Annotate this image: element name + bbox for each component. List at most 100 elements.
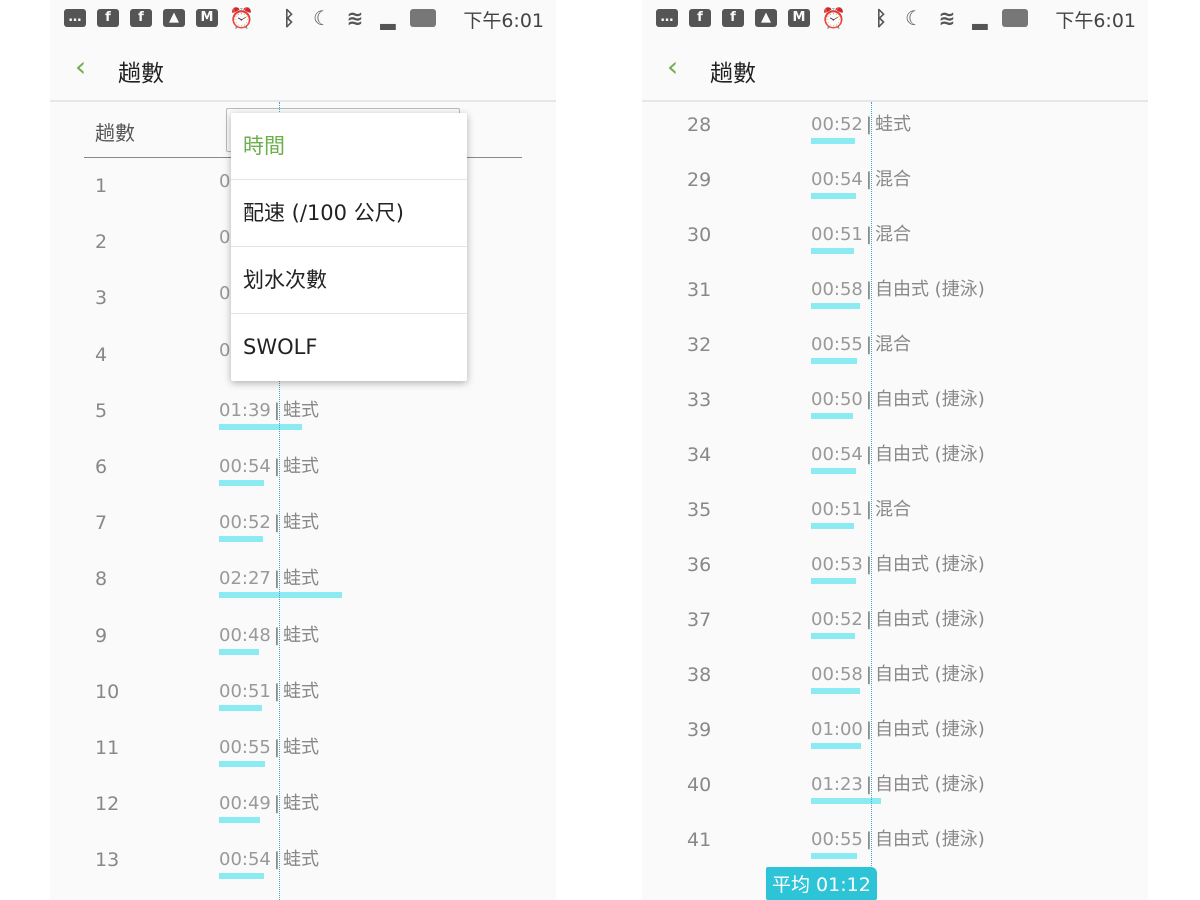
lap-row: 3 0: [50, 283, 556, 349]
lap-time: 00:54|自由式 (捷泳): [811, 440, 985, 466]
separator: |: [273, 624, 280, 646]
separator: |: [865, 774, 872, 795]
lap-row: 11 00:55|蛙式: [50, 737, 556, 799]
lap-row: 2 0: [50, 227, 556, 293]
lap-row: 37 00:52|自由式 (捷泳): [642, 609, 1148, 671]
lap-time-value: 00:55: [811, 334, 863, 355]
lap-time-bar: [811, 743, 862, 749]
lap-time: 01:39|蛙式: [219, 396, 319, 422]
lap-stroke: 混合: [874, 224, 911, 245]
photo-icon: ▲: [755, 9, 777, 27]
lap-time-value: 00:50: [811, 389, 863, 410]
lap-time-value: 00:58: [811, 279, 863, 300]
lap-number: 31: [687, 279, 712, 301]
lap-number: 32: [687, 334, 712, 356]
lap-time: 0: [219, 283, 230, 304]
lap-time-value: 0: [219, 283, 231, 305]
average-line: [871, 102, 872, 900]
app-bar: ‹ 趟數: [642, 36, 1148, 102]
lap-row: 28 00:52|蛙式: [642, 114, 1148, 176]
lap-row: 7 00:52|蛙式: [50, 512, 556, 574]
lap-stroke: 混合: [874, 169, 911, 190]
lap-time-value: 0: [219, 171, 231, 192]
separator: |: [273, 399, 280, 421]
lap-time: 0: [219, 340, 230, 361]
lap-time-value: 00:52: [811, 609, 863, 630]
lap-stroke: 自由式 (捷泳): [874, 609, 985, 630]
lap-number: 1: [95, 175, 108, 197]
wifi-icon: ≋: [938, 6, 956, 30]
lap-time-value: 00:51: [811, 224, 863, 245]
separator: |: [273, 680, 280, 702]
lap-number: 38: [687, 664, 712, 686]
lap-time-bar: [811, 193, 857, 199]
lap-stroke: 混合: [874, 499, 911, 520]
bluetooth-icon: ᛒ: [283, 6, 295, 30]
lap-time-value: 00:55: [219, 737, 271, 758]
lap-time-bar: [811, 798, 881, 804]
lap-row: 4 0: [50, 340, 556, 406]
separator: |: [865, 554, 872, 575]
dropdown-item-strokes[interactable]: 划水次數: [231, 247, 467, 314]
facebook-icon: f: [97, 9, 119, 27]
lap-number: 4: [95, 343, 108, 366]
separator: |: [865, 499, 872, 520]
lap-number: 3: [95, 287, 108, 310]
dropdown-item-pace[interactable]: 配速 (/100 公尺): [231, 180, 467, 247]
lap-time-bar: [219, 480, 265, 486]
dropdown-item-swolf[interactable]: SWOLF: [243, 335, 318, 359]
alarm-icon: ⏰: [821, 6, 846, 30]
bluetooth-icon: ᛒ: [875, 6, 887, 30]
lap-stroke: 蛙式: [282, 849, 319, 871]
moon-icon: ☾: [905, 6, 923, 30]
lap-time-value: 00:54: [219, 456, 271, 477]
lap-stroke: 自由式 (捷泳): [874, 664, 985, 685]
separator: |: [273, 849, 280, 871]
lap-number: 9: [95, 624, 108, 647]
messages-icon: …: [656, 9, 678, 27]
lap-row: 39 01:00|自由式 (捷泳): [642, 719, 1148, 781]
lap-stroke: 蛙式: [282, 680, 319, 702]
lap-time-value: 00:49: [219, 793, 271, 815]
lap-number: 2: [95, 231, 108, 254]
lap-stroke: 蛙式: [282, 737, 319, 758]
back-chevron-icon[interactable]: ‹: [75, 50, 87, 83]
lap-time-value: 0: [219, 227, 231, 249]
lap-time-value: 00:48: [219, 624, 271, 646]
right-screen: … f f ▲ M ⏰ ᛒ ☾ ≋ ▂ 下午6:01 ‹ 趟數 28 00:52…: [642, 0, 1148, 900]
signal-icon: ▂: [972, 6, 988, 30]
gmail-icon: M: [196, 9, 218, 27]
lap-stroke: 混合: [874, 334, 911, 355]
clock: 下午6:01: [463, 10, 544, 32]
lap-time: 00:51|蛙式: [219, 677, 319, 703]
lap-time-value: 00:52: [811, 114, 863, 135]
lap-time-value: 01:23: [811, 774, 863, 795]
clock: 下午6:01: [1055, 10, 1136, 32]
lap-row: 35 00:51|混合: [642, 499, 1148, 561]
back-chevron-icon[interactable]: ‹: [667, 50, 679, 83]
lap-stroke: 自由式 (捷泳): [874, 444, 985, 465]
separator: |: [273, 456, 280, 477]
lap-time: 00:58|自由式 (捷泳): [811, 275, 985, 301]
lap-stroke: 蛙式: [282, 512, 319, 534]
separator: |: [865, 389, 872, 410]
lap-stroke: 自由式 (捷泳): [874, 719, 985, 740]
dropdown-item-time[interactable]: 時間: [231, 113, 467, 180]
lap-row: 12 00:49|蛙式: [50, 793, 556, 855]
lap-row: 32 00:55|混合: [642, 334, 1148, 396]
photo-icon: ▲: [163, 9, 185, 27]
lap-number: 29: [687, 169, 712, 191]
signal-icon: ▂: [380, 6, 396, 30]
lap-number: 35: [687, 499, 712, 521]
lap-time-bar: [811, 303, 860, 309]
lap-time-bar: [219, 761, 266, 767]
separator: |: [865, 829, 872, 850]
lap-stroke: 蛙式: [282, 568, 319, 590]
lap-time: 0: [219, 227, 230, 248]
lap-row: 31 00:58|自由式 (捷泳): [642, 279, 1148, 341]
lap-time: 01:23|自由式 (捷泳): [811, 770, 985, 796]
lap-stroke: 自由式 (捷泳): [874, 279, 985, 300]
lap-time-value: 00:52: [219, 512, 271, 534]
separator: |: [865, 664, 872, 685]
lap-time: 00:51|混合: [811, 220, 911, 246]
